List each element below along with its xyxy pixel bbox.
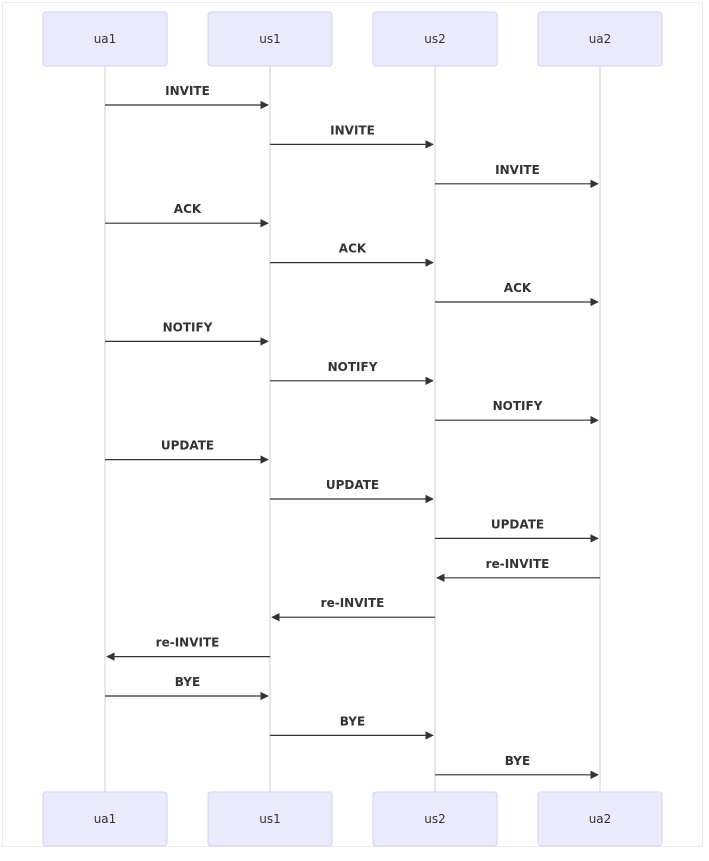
- participant-us1-top: us1: [207, 11, 333, 67]
- diagram-frame: ua1 us1 us2 ua2 ua1 us1 us2 ua2 INVITE INVITE IN…: [2, 2, 703, 847]
- message-re-invite-ua2-to-us2: re-INVITE: [436, 557, 600, 582]
- message-update-us1-to-us2: UPDATE: [270, 478, 434, 504]
- participant-box: [537, 791, 663, 847]
- participant-label: us2: [424, 812, 446, 826]
- participant-label: us2: [424, 32, 446, 46]
- participant-box: [207, 11, 333, 67]
- message-invite-ua1-to-us1: INVITE: [105, 84, 269, 110]
- message-notify-ua1-to-us1: NOTIFY: [105, 320, 269, 346]
- message-label: re-INVITE: [321, 596, 385, 610]
- participant-us1-bottom: us1: [207, 791, 333, 847]
- message-label: NOTIFY: [163, 320, 213, 334]
- message-label: INVITE: [330, 123, 375, 137]
- message-update-ua1-to-us1: UPDATE: [105, 439, 269, 464]
- message-label: re-INVITE: [156, 636, 220, 650]
- message-bye-ua1-to-us1: BYE: [105, 675, 269, 701]
- message-bye-us1-to-us2: BYE: [270, 714, 434, 740]
- message-label: UPDATE: [161, 439, 214, 453]
- participant-ua1-top: ua1: [42, 11, 168, 67]
- message-label: re-INVITE: [486, 557, 550, 571]
- message-label: NOTIFY: [328, 360, 378, 374]
- message-ack-us2-to-ua2: ACK: [435, 281, 599, 307]
- message-bye-us2-to-ua2: BYE: [435, 754, 599, 779]
- message-notify-us1-to-us2: NOTIFY: [270, 360, 434, 385]
- participant-ua1-bottom: ua1: [42, 791, 168, 847]
- participant-ua2-top: ua2: [537, 11, 663, 67]
- message-re-invite-us1-to-ua1: re-INVITE: [106, 636, 270, 661]
- message-label: BYE: [175, 675, 200, 689]
- participant-box: [42, 791, 168, 847]
- message-label: ACK: [339, 242, 367, 256]
- participant-label: ua1: [94, 812, 117, 826]
- message-ack-ua1-to-us1: ACK: [105, 202, 269, 228]
- message-update-us2-to-ua2: UPDATE: [435, 517, 599, 543]
- participant-ua2-bottom: ua2: [537, 791, 663, 847]
- message-label: NOTIFY: [493, 399, 543, 413]
- participant-label: ua2: [589, 812, 612, 826]
- message-label: ACK: [174, 202, 202, 216]
- participant-box: [207, 791, 333, 847]
- message-label: UPDATE: [491, 517, 544, 531]
- participant-label: ua2: [589, 32, 612, 46]
- message-label: BYE: [505, 754, 530, 768]
- message-label: BYE: [340, 714, 365, 728]
- participant-box: [372, 791, 498, 847]
- participant-box: [537, 11, 663, 67]
- message-invite-us2-to-ua2: INVITE: [435, 163, 599, 189]
- participant-us2-top: us2: [372, 11, 498, 67]
- participant-box: [372, 11, 498, 67]
- message-label: UPDATE: [326, 478, 379, 492]
- message-label: ACK: [504, 281, 532, 295]
- sequence-diagram: ua1 us1 us2 ua2 ua1 us1 us2 ua2 INVITE INVITE IN…: [42, 11, 663, 847]
- participant-label: ua1: [94, 32, 117, 46]
- message-invite-us1-to-us2: INVITE: [270, 123, 434, 149]
- participant-label: us1: [259, 812, 281, 826]
- participant-box: [42, 11, 168, 67]
- message-re-invite-us2-to-us1: re-INVITE: [271, 596, 435, 622]
- message-notify-us2-to-ua2: NOTIFY: [435, 399, 599, 425]
- message-label: INVITE: [495, 163, 540, 177]
- participant-label: us1: [259, 32, 281, 46]
- participant-us2-bottom: us2: [372, 791, 498, 847]
- message-label: INVITE: [165, 84, 210, 98]
- message-ack-us1-to-us2: ACK: [270, 242, 434, 267]
